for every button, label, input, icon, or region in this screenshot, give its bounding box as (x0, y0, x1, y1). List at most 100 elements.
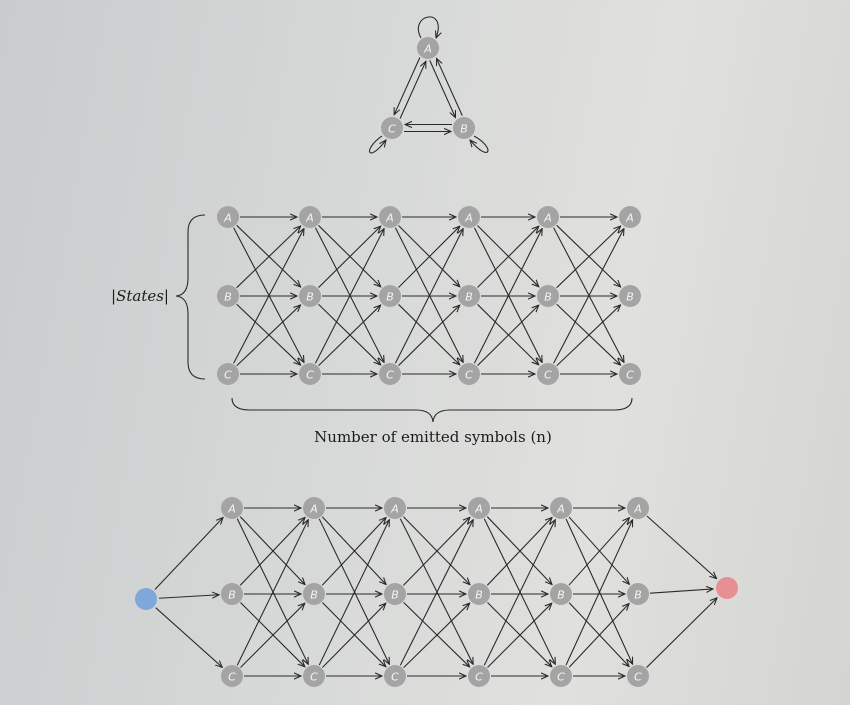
trellis-node-A: A (627, 497, 649, 519)
transition-edge (318, 226, 381, 288)
svg-text:C: C (306, 369, 314, 382)
svg-text:A: A (474, 503, 483, 516)
transition-edge (233, 229, 304, 364)
trellis-node-C: C (384, 665, 406, 687)
transition-edge (322, 603, 385, 668)
self-loop-A (417, 16, 438, 38)
trellis-node-B: B (299, 285, 321, 307)
transition-edge (240, 603, 304, 668)
svg-text:A: A (385, 212, 394, 225)
transition-edge (483, 520, 555, 666)
svg-text:B: B (228, 589, 236, 602)
transition-edge (236, 226, 301, 289)
end-edge (646, 515, 717, 579)
transition-edge (568, 603, 629, 668)
svg-text:A: A (227, 503, 236, 516)
svg-text:C: C (557, 671, 565, 684)
svg-text:C: C (544, 369, 552, 382)
trellis-node-A: A (221, 497, 243, 519)
trellis-node-A: A (299, 206, 321, 228)
transition-edge (394, 229, 463, 364)
transition-edge (239, 517, 305, 586)
trellis-node-B: B (379, 285, 401, 307)
svg-text:B: B (386, 291, 394, 304)
state-node-A: A (417, 37, 439, 59)
trellis-node-A: A (303, 497, 325, 519)
start-edge (155, 607, 223, 668)
svg-text:C: C (475, 671, 483, 684)
transition-C-A (399, 61, 426, 119)
transition-edge (403, 603, 470, 669)
svg-text:C: C (634, 671, 642, 684)
svg-text:C: C (386, 369, 394, 382)
svg-text:B: B (465, 291, 473, 304)
trellis-node-C: C (619, 363, 641, 385)
trellis-node-C: C (468, 665, 490, 687)
transition-edge (398, 305, 460, 366)
self-loop-B (470, 135, 489, 153)
transition-edge (318, 520, 389, 666)
transition-edge (402, 517, 470, 586)
transition-edge (473, 229, 542, 364)
trellis-node-B: B (217, 285, 239, 307)
trellis-node-C: C (303, 665, 325, 687)
svg-text:B: B (626, 291, 634, 304)
svg-text:A: A (390, 503, 399, 516)
svg-text:A: A (464, 212, 473, 225)
svg-text:A: A (556, 503, 565, 516)
transition-edge (321, 517, 386, 586)
svg-text:B: B (475, 589, 483, 602)
trellis-node-A: A (217, 206, 239, 228)
emitted-symbols-label: Number of emitted symbols (n) (314, 428, 552, 446)
transition-edge (556, 226, 621, 289)
states-brace (175, 214, 206, 380)
trellis-node-C: C (221, 665, 243, 687)
svg-text:B: B (391, 589, 399, 602)
svg-text:B: B (460, 123, 468, 136)
trellis-node-A: A (384, 497, 406, 519)
trellis-node-C: C (458, 363, 480, 385)
svg-text:A: A (543, 212, 552, 225)
start-edge (158, 595, 219, 599)
self-loop-C (368, 135, 386, 154)
transition-edge (318, 305, 381, 367)
end-edge (646, 598, 718, 668)
trellis-node-B: B (458, 285, 480, 307)
trellis-node-A: A (468, 497, 490, 519)
svg-text:A: A (423, 43, 432, 56)
svg-text:B: B (310, 589, 318, 602)
start-edge (154, 517, 223, 590)
trellis-node-B: B (303, 583, 325, 605)
svg-text:A: A (223, 212, 232, 225)
trellis-node-A: A (537, 206, 559, 228)
trellis-node-A: A (550, 497, 572, 519)
trellis-node-A: A (379, 206, 401, 228)
svg-text:B: B (634, 589, 642, 602)
transition-edge (314, 229, 384, 364)
trellis-node-B: B (537, 285, 559, 307)
svg-text:A: A (305, 212, 314, 225)
trellis-node-A: A (458, 206, 480, 228)
trellis-node-C: C (627, 665, 649, 687)
state-transition-graph: A B C (368, 16, 489, 154)
svg-text:C: C (310, 671, 318, 684)
transition-edge (477, 305, 539, 366)
states-label: |States| (111, 287, 169, 305)
trellis-node-C: C (537, 363, 559, 385)
svg-text:B: B (306, 291, 314, 304)
transition-edge (487, 603, 551, 668)
svg-text:C: C (388, 123, 396, 136)
svg-text:C: C (626, 369, 634, 382)
transition-edge (556, 305, 621, 367)
trellis-node-B: B (384, 583, 406, 605)
trellis-node-C: C (217, 363, 239, 385)
trellis-node-B: B (221, 583, 243, 605)
transition-edge (477, 226, 538, 288)
transition-A-C (394, 57, 421, 115)
transition-edge (568, 518, 629, 586)
svg-text:A: A (633, 503, 642, 516)
transition-edge (486, 517, 552, 586)
end-edge (649, 589, 713, 594)
